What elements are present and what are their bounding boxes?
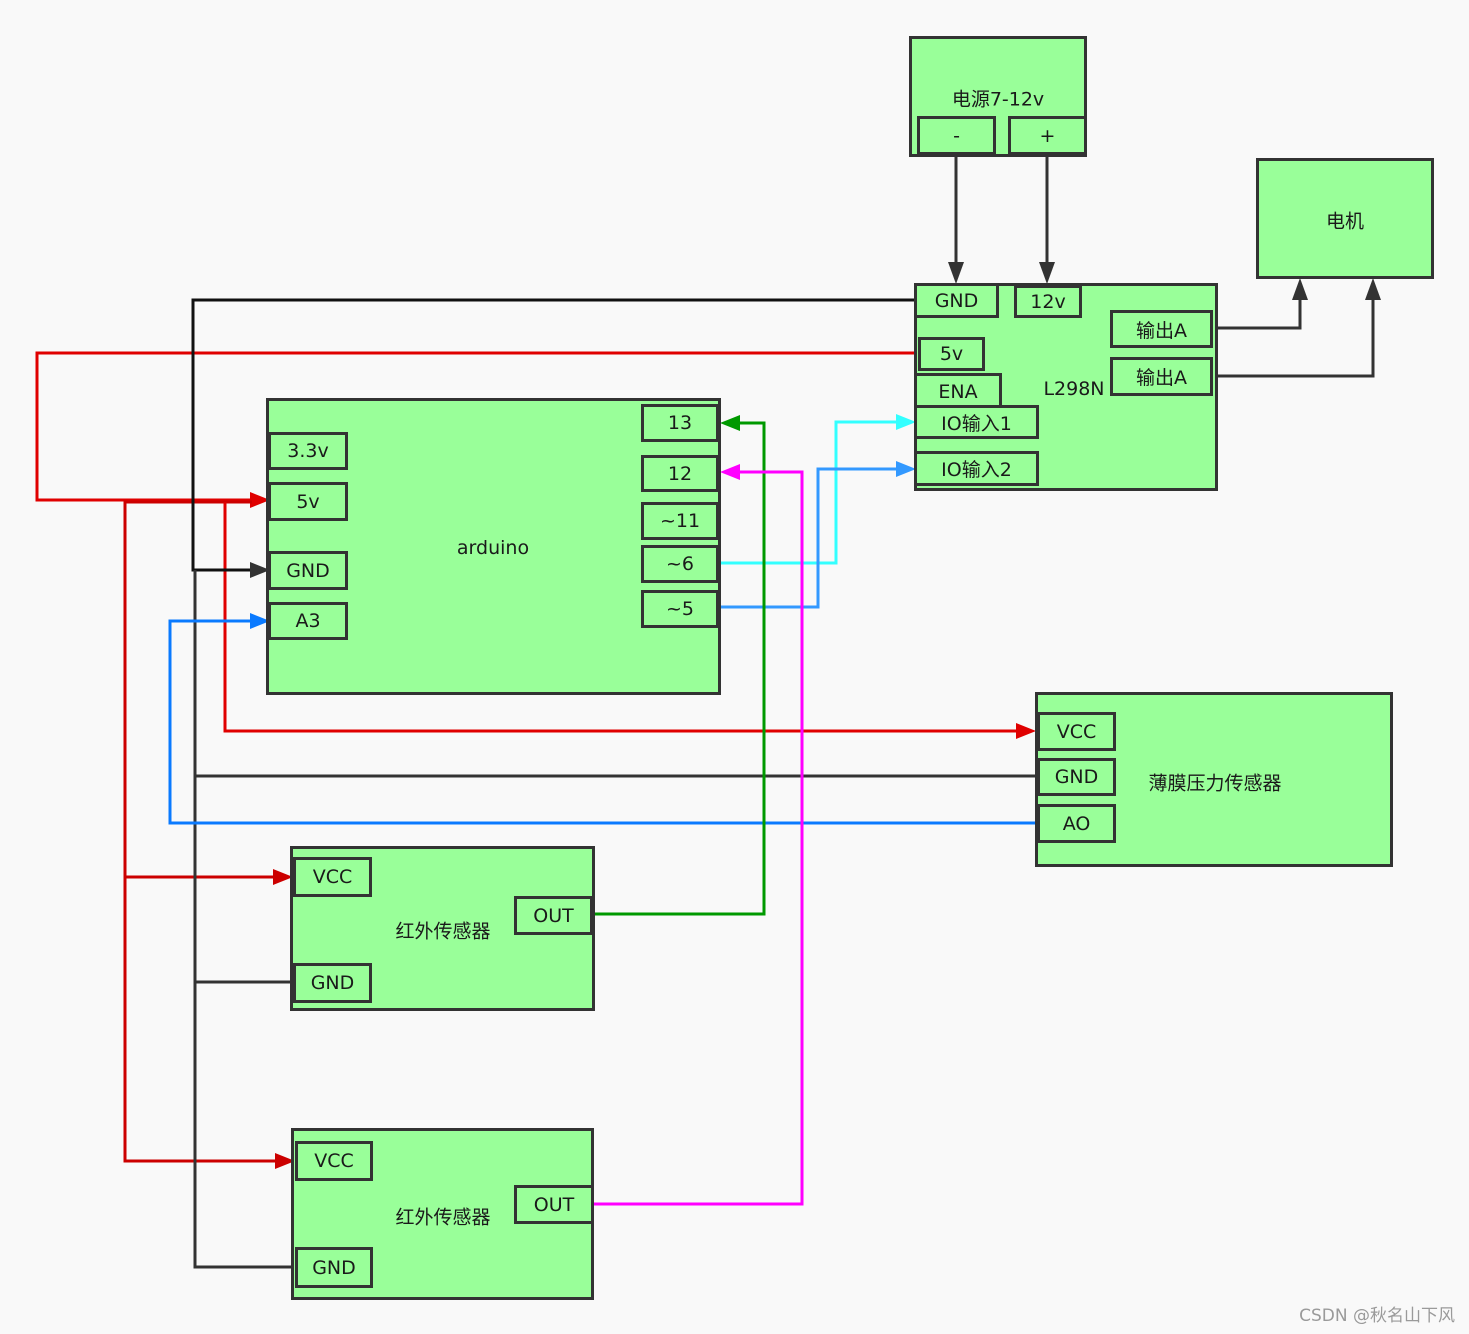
l298n-io1-pin: IO输入1 [914,405,1039,439]
ir-sensor-1-label: 红外传感器 [395,920,491,943]
arrow-arduino-gnd [250,562,270,578]
arrow-pressure-vcc [1016,723,1036,739]
wire-out2-to-motor [1212,296,1375,378]
l298n-label: L298N [1043,378,1105,400]
motor-label: 电机 [1325,210,1365,233]
pressure-ao-pin: AO [1037,804,1116,843]
power-supply-label: 电源7-12v [951,88,1045,111]
wire-pressure-ao-to-arduino-a3 [168,619,1037,825]
arduino-label: arduino [456,537,530,559]
ir2-gnd-pin: GND [295,1247,373,1288]
ir1-out-pin: OUT [514,896,593,935]
arduino-pin-3v3: 3.3v [268,432,348,470]
arrow-io1 [896,414,916,430]
arduino-pin-5: ~5 [641,590,719,628]
arduino-pin-a3: A3 [268,602,348,640]
arduino-pin-13: 13 [641,404,719,442]
l298n-out1-pin: 输出A [1110,310,1213,348]
ir1-vcc-pin: VCC [293,857,372,897]
l298n-out2-pin: 输出A [1110,357,1213,396]
wire-l298n-5v-to-arduino-5v [35,351,918,502]
ir-sensor-2-label: 红外传感器 [395,1206,491,1229]
wire-arduino-5-to-io2 [720,467,898,609]
power-minus-terminal: - [917,116,996,155]
pressure-vcc-pin: VCC [1037,712,1116,751]
ir2-out-pin: OUT [514,1185,594,1224]
arrow-arduino-12 [720,464,740,480]
arrow-power-plus [1039,262,1055,284]
arduino-pin-12: 12 [641,455,719,492]
wire-ir2-out-to-arduino-12 [593,470,804,1206]
arrow-motor-2 [1365,278,1381,300]
arrow-io2 [896,461,916,477]
wire-5v-bus-to-ir-sensors [123,500,278,1163]
l298n-gnd-pin: GND [914,283,999,318]
arrow-arduino-13 [720,415,740,431]
l298n-io2-pin: IO输入2 [914,451,1039,486]
power-plus-terminal: + [1008,116,1087,155]
arduino-pin-gnd: GND [268,551,348,590]
arrow-ir1-vcc [273,869,293,885]
arduino-pin-11: ~11 [641,502,719,540]
arrow-arduino-5v [250,492,270,508]
arrow-power-minus [948,262,964,284]
motor-block [1256,158,1434,279]
arrow-ir2-vcc [275,1153,295,1169]
arduino-pin-6: ~6 [641,545,719,583]
watermark: CSDN @秋名山下风 [1299,1306,1455,1326]
ir1-gnd-pin: GND [293,963,372,1003]
arduino-pin-5v: 5v [268,482,348,521]
l298n-5v-pin: 5v [918,337,985,371]
arrow-motor-1 [1292,278,1308,300]
pressure-gnd-pin: GND [1037,758,1116,796]
wire-arduino-6-to-io1 [720,420,898,565]
arrow-arduino-a3 [250,613,270,629]
wire-gnd-bus [193,570,295,1269]
wire-5v-to-pressure-vcc [223,502,1020,733]
ir2-vcc-pin: VCC [295,1141,373,1181]
l298n-ena-pin: ENA [914,373,1002,410]
wire-l298n-gnd-to-arduino-gnd [191,298,916,572]
pressure-sensor-label: 薄膜压力传感器 [1148,772,1282,795]
l298n-12v-pin: 12v [1014,285,1082,318]
wire-ir1-out-to-arduino-13 [593,421,766,916]
wire-out1-to-motor [1212,296,1302,330]
